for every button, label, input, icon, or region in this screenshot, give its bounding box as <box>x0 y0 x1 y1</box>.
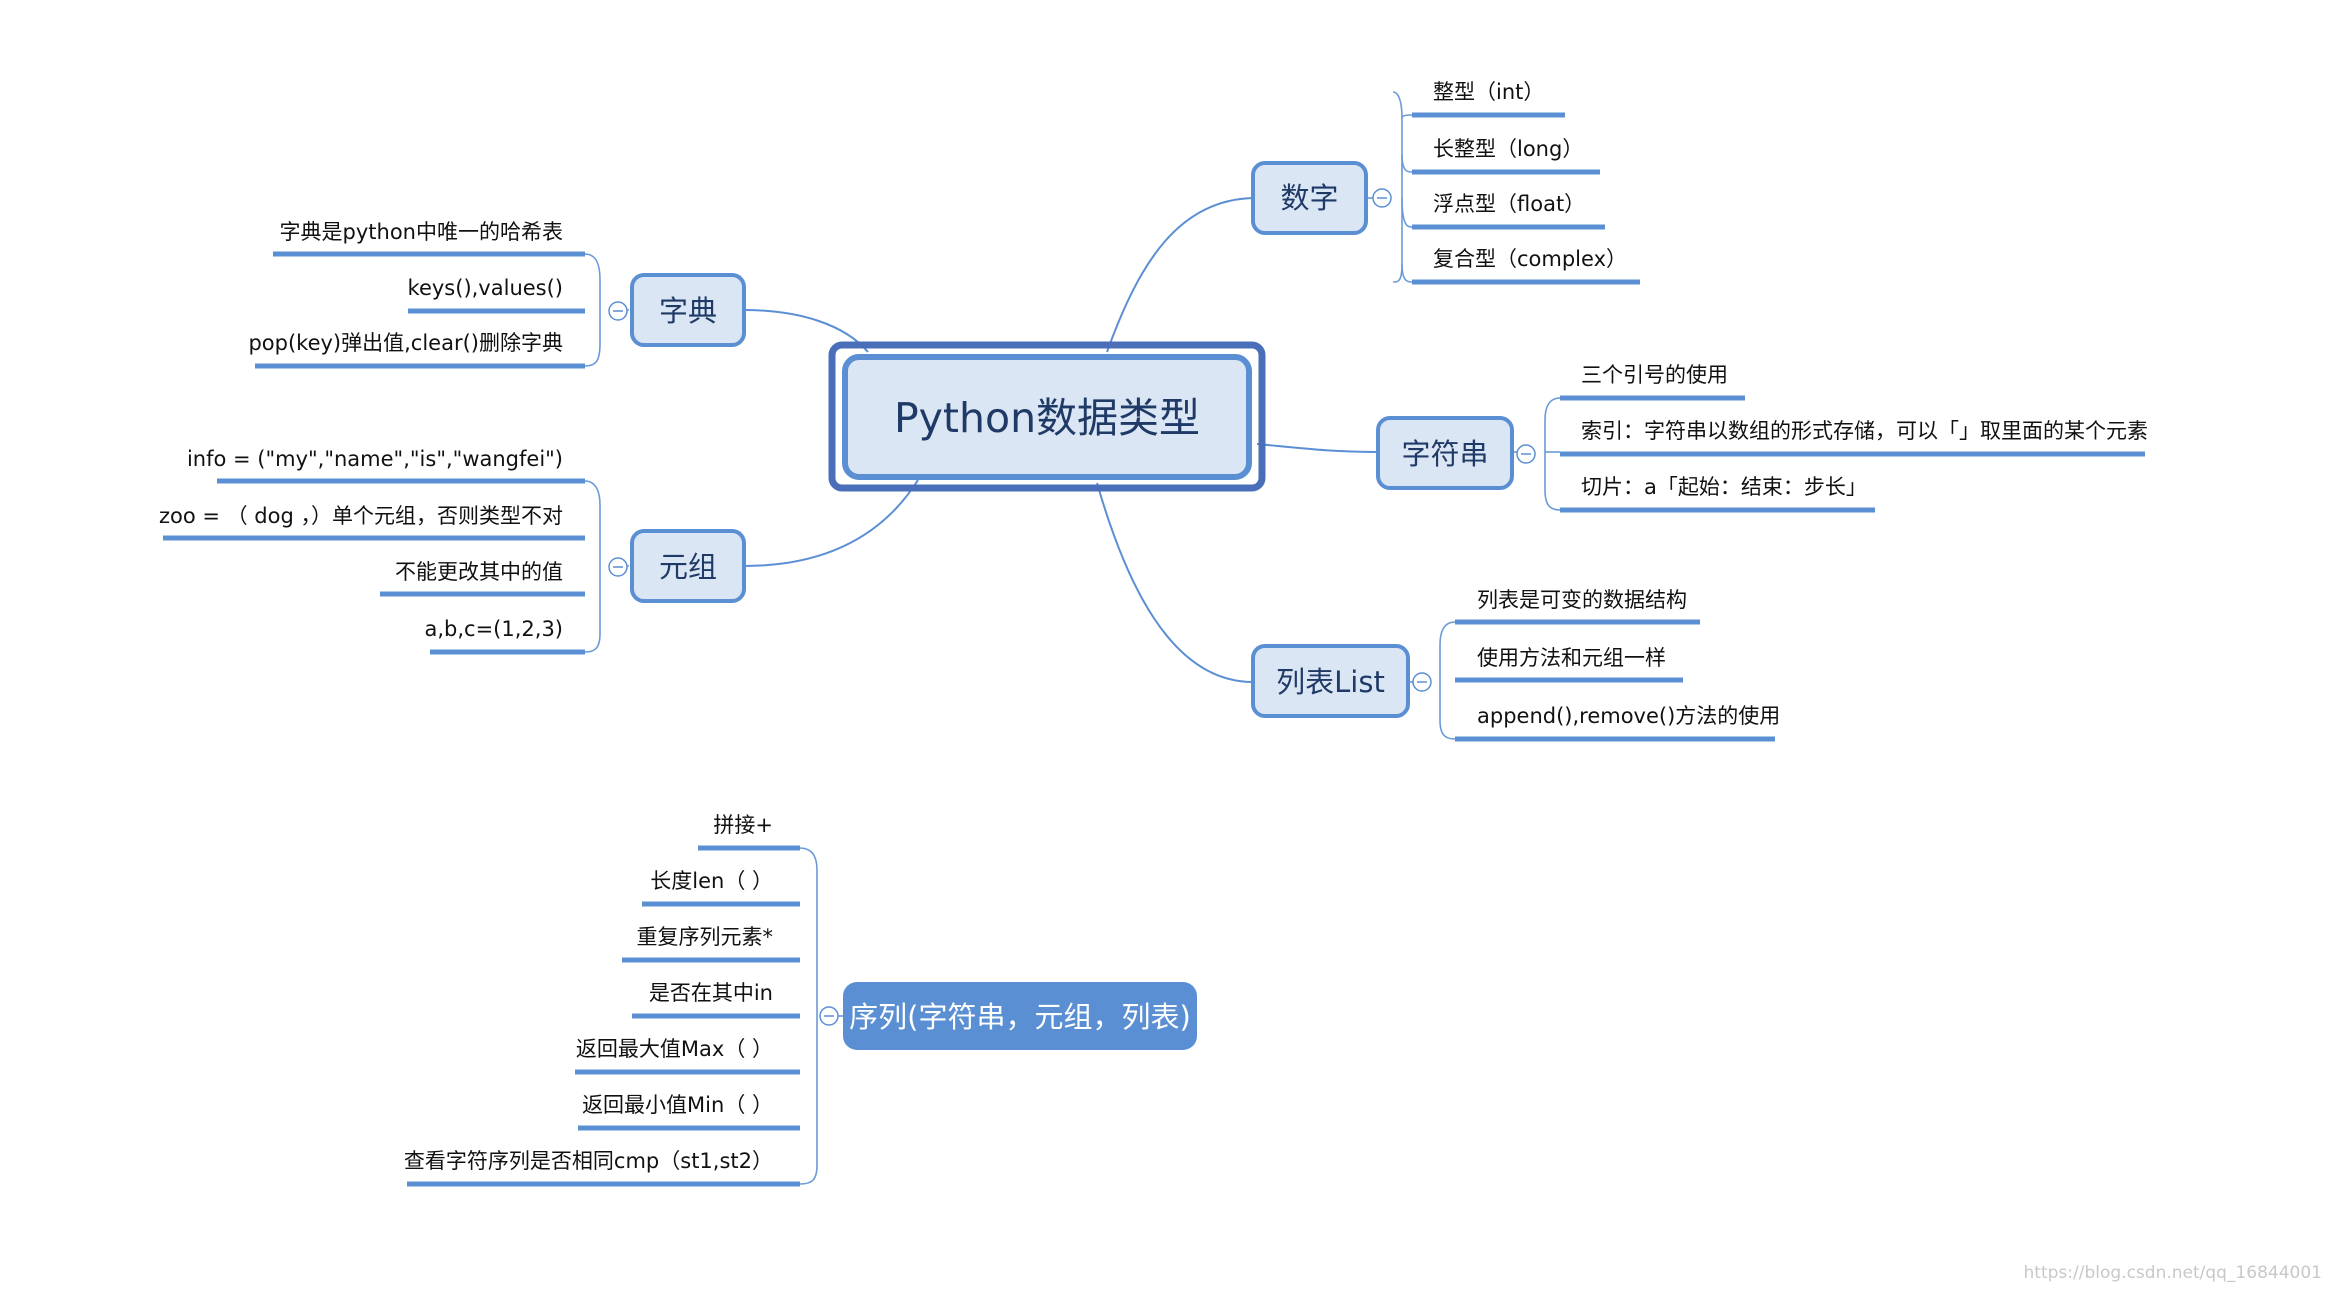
number-leaf-4: 复合型（complex） <box>1433 247 1627 271</box>
tuple-leaf-2: zoo = （ dog ，）单个元组，否则类型不对 <box>159 504 563 528</box>
sequence-leaf-2: 长度len（ ） <box>650 869 773 893</box>
topic-list: 列表是可变的数据结构 使用方法和元组一样 append(),remove()方法… <box>1251 588 1780 742</box>
topic-number-box[interactable] <box>1251 161 1368 235</box>
collapse-toggle-list[interactable] <box>1412 672 1432 692</box>
collapse-toggle-sequence[interactable] <box>819 1006 839 1026</box>
list-leaf-1: 列表是可变的数据结构 <box>1477 588 1687 612</box>
branch-bracket <box>1392 91 1403 283</box>
dict-leaf-2: keys(),values() <box>408 276 563 300</box>
sequence-leaf-1: 拼接+ <box>713 813 773 837</box>
topic-string-box[interactable] <box>1376 416 1514 490</box>
root-outer-frame <box>828 341 1266 492</box>
collapse-toggle-string[interactable] <box>1516 444 1536 464</box>
topic-string: 三个引号的使用 索引：字符串以数组的形式存储，可以「」取里面的某个元素 切片：a… <box>1376 363 2148 513</box>
sequence-leaf-7: 查看字符序列是否相同cmp（st1,st2） <box>404 1149 773 1173</box>
connector-tuple <box>743 479 919 567</box>
sequence-leaf-6: 返回最小值Min（ ） <box>582 1093 773 1117</box>
collapse-toggle-dict[interactable] <box>608 301 628 321</box>
topic-dict-box[interactable] <box>630 273 746 347</box>
string-leaf-1: 三个引号的使用 <box>1581 363 1728 387</box>
root-title: Python数据类型 <box>894 394 1200 442</box>
dict-leaf-1: 字典是python中唯一的哈希表 <box>280 220 563 244</box>
sequence-leaf-5: 返回最大值Max（ ） <box>576 1037 773 1061</box>
branch-bracket <box>799 847 818 1185</box>
number-leaf-1: 整型（int） <box>1433 80 1544 104</box>
topic-tuple: info = ("my","name","is","wangfei") zoo … <box>159 447 746 655</box>
branch-bracket <box>1544 397 1561 511</box>
string-leaf-3: 切片：a「起始：结束：步长」 <box>1581 475 1867 499</box>
sequence-topic: 拼接+ 长度len（ ） 重复序列元素* 是否在其中in 返回最大值Max（ ）… <box>404 813 1197 1187</box>
number-leaf-2: 长整型（long） <box>1433 137 1583 161</box>
root-box[interactable] <box>842 354 1252 480</box>
list-leaf-2: 使用方法和元组一样 <box>1477 646 1666 670</box>
topic-dict: 字典是python中唯一的哈希表 keys(),values() pop(key… <box>248 220 746 369</box>
sequence-leaf-4: 是否在其中in <box>649 981 773 1005</box>
connector-list <box>1096 482 1254 683</box>
topic-number: 整型（int） 长整型（long） 浮点型（float） 复合型（complex… <box>1251 80 1640 285</box>
sequence-leaf-3: 重复序列元素* <box>637 925 774 949</box>
collapse-toggle-tuple[interactable] <box>608 557 628 577</box>
topic-dict-label: 字典 <box>659 294 717 328</box>
watermark: https://blog.csdn.net/qq_16844001 <box>2024 1263 2322 1283</box>
sequence-label: 序列(字符串，元组，列表) <box>849 1000 1191 1034</box>
topic-tuple-box[interactable] <box>630 529 746 603</box>
topic-number-label: 数字 <box>1280 181 1338 215</box>
topic-list-box[interactable] <box>1251 644 1410 718</box>
tuple-leaf-4: a,b,c=(1,2,3) <box>424 617 563 641</box>
list-leaf-3: append(),remove()方法的使用 <box>1477 704 1780 728</box>
topic-list-label: 列表List <box>1276 665 1385 699</box>
branch-bracket <box>1439 621 1456 740</box>
branch-bracket <box>584 480 601 653</box>
string-leaf-2: 索引：字符串以数组的形式存储，可以「」取里面的某个元素 <box>1581 419 2148 443</box>
root-node: Python数据类型 <box>828 341 1266 492</box>
collapse-toggle-number[interactable] <box>1372 188 1392 208</box>
branch-bracket <box>584 253 601 367</box>
number-leaf-3: 浮点型（float） <box>1433 192 1585 216</box>
tuple-leaf-1: info = ("my","name","is","wangfei") <box>187 447 563 471</box>
dict-leaf-3: pop(key)弹出值,clear()删除字典 <box>248 331 563 355</box>
connector-number <box>1106 197 1254 353</box>
topic-string-label: 字符串 <box>1401 437 1488 471</box>
connector-string <box>1256 443 1379 453</box>
topic-tuple-label: 元组 <box>659 550 717 584</box>
sequence-box[interactable] <box>843 982 1197 1050</box>
tuple-leaf-3: 不能更改其中的值 <box>395 560 563 584</box>
